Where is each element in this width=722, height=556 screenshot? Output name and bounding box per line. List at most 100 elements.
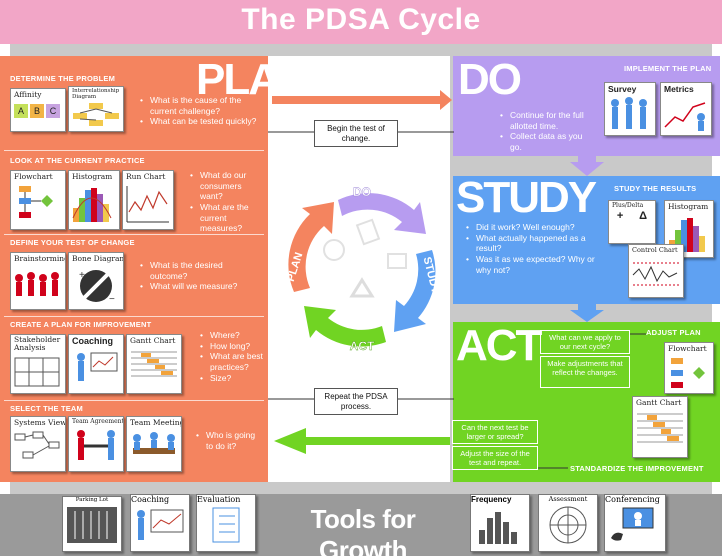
act-box-larger: Can the next test be larger or spread? [452,420,538,444]
delta-symbol: Δ [639,210,648,222]
plan-label: PLAN [196,55,310,104]
flowchart-icon [671,358,705,388]
coaching-icon [137,509,184,540]
divider [4,150,264,151]
bone-diagram-icon: +− [79,270,115,305]
run-chart-icon [126,186,169,223]
handshake-icon [77,430,115,460]
checklist-icon [212,507,240,543]
control-chart-tool-card: Control Chart [628,244,684,298]
tool-label: Interrelationship Diagram [72,88,120,101]
brainstorming-icon [15,272,59,296]
histogram-icon [72,188,112,222]
divider [4,400,264,401]
tool-label: Metrics [664,84,694,94]
pdsa-cycle-diagram: DO STUDY ACT PLAN [285,185,442,353]
plan-bullets: •Where? •How long? •What are best practi… [200,330,263,383]
conferencing-tool-card: Conferencing [604,494,666,552]
study-to-act-arrow [570,304,604,322]
svg-text:+: + [79,270,85,281]
tool-label: Coaching [131,495,170,504]
bullet-text: How long? [210,340,251,351]
team-agreement-tool-card: Team Agreement [68,416,124,472]
affinity-letter: C [46,104,60,118]
plan-bullets: •What do our consumers want? •What are t… [190,170,266,234]
bone-diagram-tool-card: Bone Diagram +− [68,252,124,310]
plan-section-title: LOOK AT THE CURRENT PRACTICE [10,156,145,165]
repeat-callout: Repeat the PDSA process. [314,388,398,416]
coaching-icon [77,352,118,381]
do-arc [338,193,426,234]
bullet-text: Who is going to do it? [206,430,256,451]
tool-label: Stakeholder Analysis [14,335,61,353]
coaching-tool-card: Coaching [68,334,124,394]
plan-bullets: •What is the cause of the current challe… [140,95,260,127]
affinity-letter: B [30,104,44,118]
flowchart-tool-card: Flowchart [10,170,66,230]
act-box-repeat: Adjust the size of the test and repeat. [452,446,538,470]
tool-label: Plus/Delta [612,202,644,209]
stakeholder-grid-icon [14,357,60,386]
cycle-label-act: ACT [350,339,375,353]
tool-label: Evaluation [197,495,241,504]
affinity-letter: A [14,104,28,118]
tool-label: Histogram [668,202,709,211]
act-label: ACT [456,321,542,370]
conferencing-icon [611,507,654,541]
tool-label: Assessment [548,495,588,503]
study-histogram-tool-card: Histogram [664,200,714,258]
cycle-label-do: DO [353,185,371,199]
affinity-tool-card: Affinity A B C [10,88,66,132]
parking-lot-icon [67,507,117,543]
act-footer: STANDARDIZE THE IMPROVEMENT [570,464,704,473]
systems-view-tool-card: Systems View [10,416,66,472]
metrics-tool-card: Metrics [660,82,712,136]
run-chart-tool-card: Run Chart [122,170,174,230]
histogram-tool-card: Histogram [68,170,120,230]
tool-label: Flowchart [668,344,707,353]
parking-lot-tool-card: Parking Lot [62,496,122,552]
bullet-text: Was it as we expected? Why or why not? [476,253,595,275]
bullet-text: Continue for the full allotted time. [510,110,584,131]
act-to-plan-arrow [274,428,450,454]
plan-section-title: CREATE A PLAN FOR IMPROVEMENT [10,320,152,329]
systems-view-icon [14,431,60,459]
gantt-chart-icon [637,413,683,443]
divider [4,316,264,317]
recycle-icon [349,277,375,298]
tool-label: Flowchart [14,172,53,181]
divider [4,234,264,235]
frequency-chart-icon [479,512,517,544]
tool-label: Brainstorming [14,254,66,263]
do-to-study-arrow [570,156,604,176]
team-meeting-tool-card: Team Meeting [126,416,182,472]
bullet-text: What is the desired outcome? [150,260,223,281]
tool-label: Bone Diagram [72,254,124,263]
tool-label: Gantt Chart [636,398,682,407]
act-heading: ADJUST PLAN [646,328,701,337]
bullet-text: What is the cause of the current challen… [150,95,242,116]
bullet-text: What do our consumers want? [200,170,247,202]
tool-label: Team Meeting [130,418,182,427]
act-box-apply: What can we apply to our next cycle? [540,330,630,354]
radar-chart-icon [549,506,587,544]
tool-label: Survey [608,84,637,94]
svg-text:−: − [109,294,115,305]
act-box-adjust: Make adjustments that reflect the change… [540,356,630,388]
bullet-text: What actually happened as a result? [476,232,586,254]
magnifier-icon [387,253,407,269]
bullet-text: Size? [210,372,232,383]
tool-label: Gantt Chart [130,336,176,345]
metrics-icon [664,102,706,131]
bullet-text: What will we measure? [150,281,238,292]
gantt-tool-card: Gantt Chart [126,334,182,394]
tools-for-growth-label: Tools for Growth [310,504,416,556]
tool-label: Coaching [72,336,114,346]
begin-test-callout: Begin the test of change. [314,120,398,148]
study-arc [394,250,436,332]
plan-arc [288,202,334,292]
tool-label: Run Chart [126,172,166,181]
coaching-growth-tool-card: Coaching [130,494,190,552]
gantt-chart-icon [131,351,177,377]
